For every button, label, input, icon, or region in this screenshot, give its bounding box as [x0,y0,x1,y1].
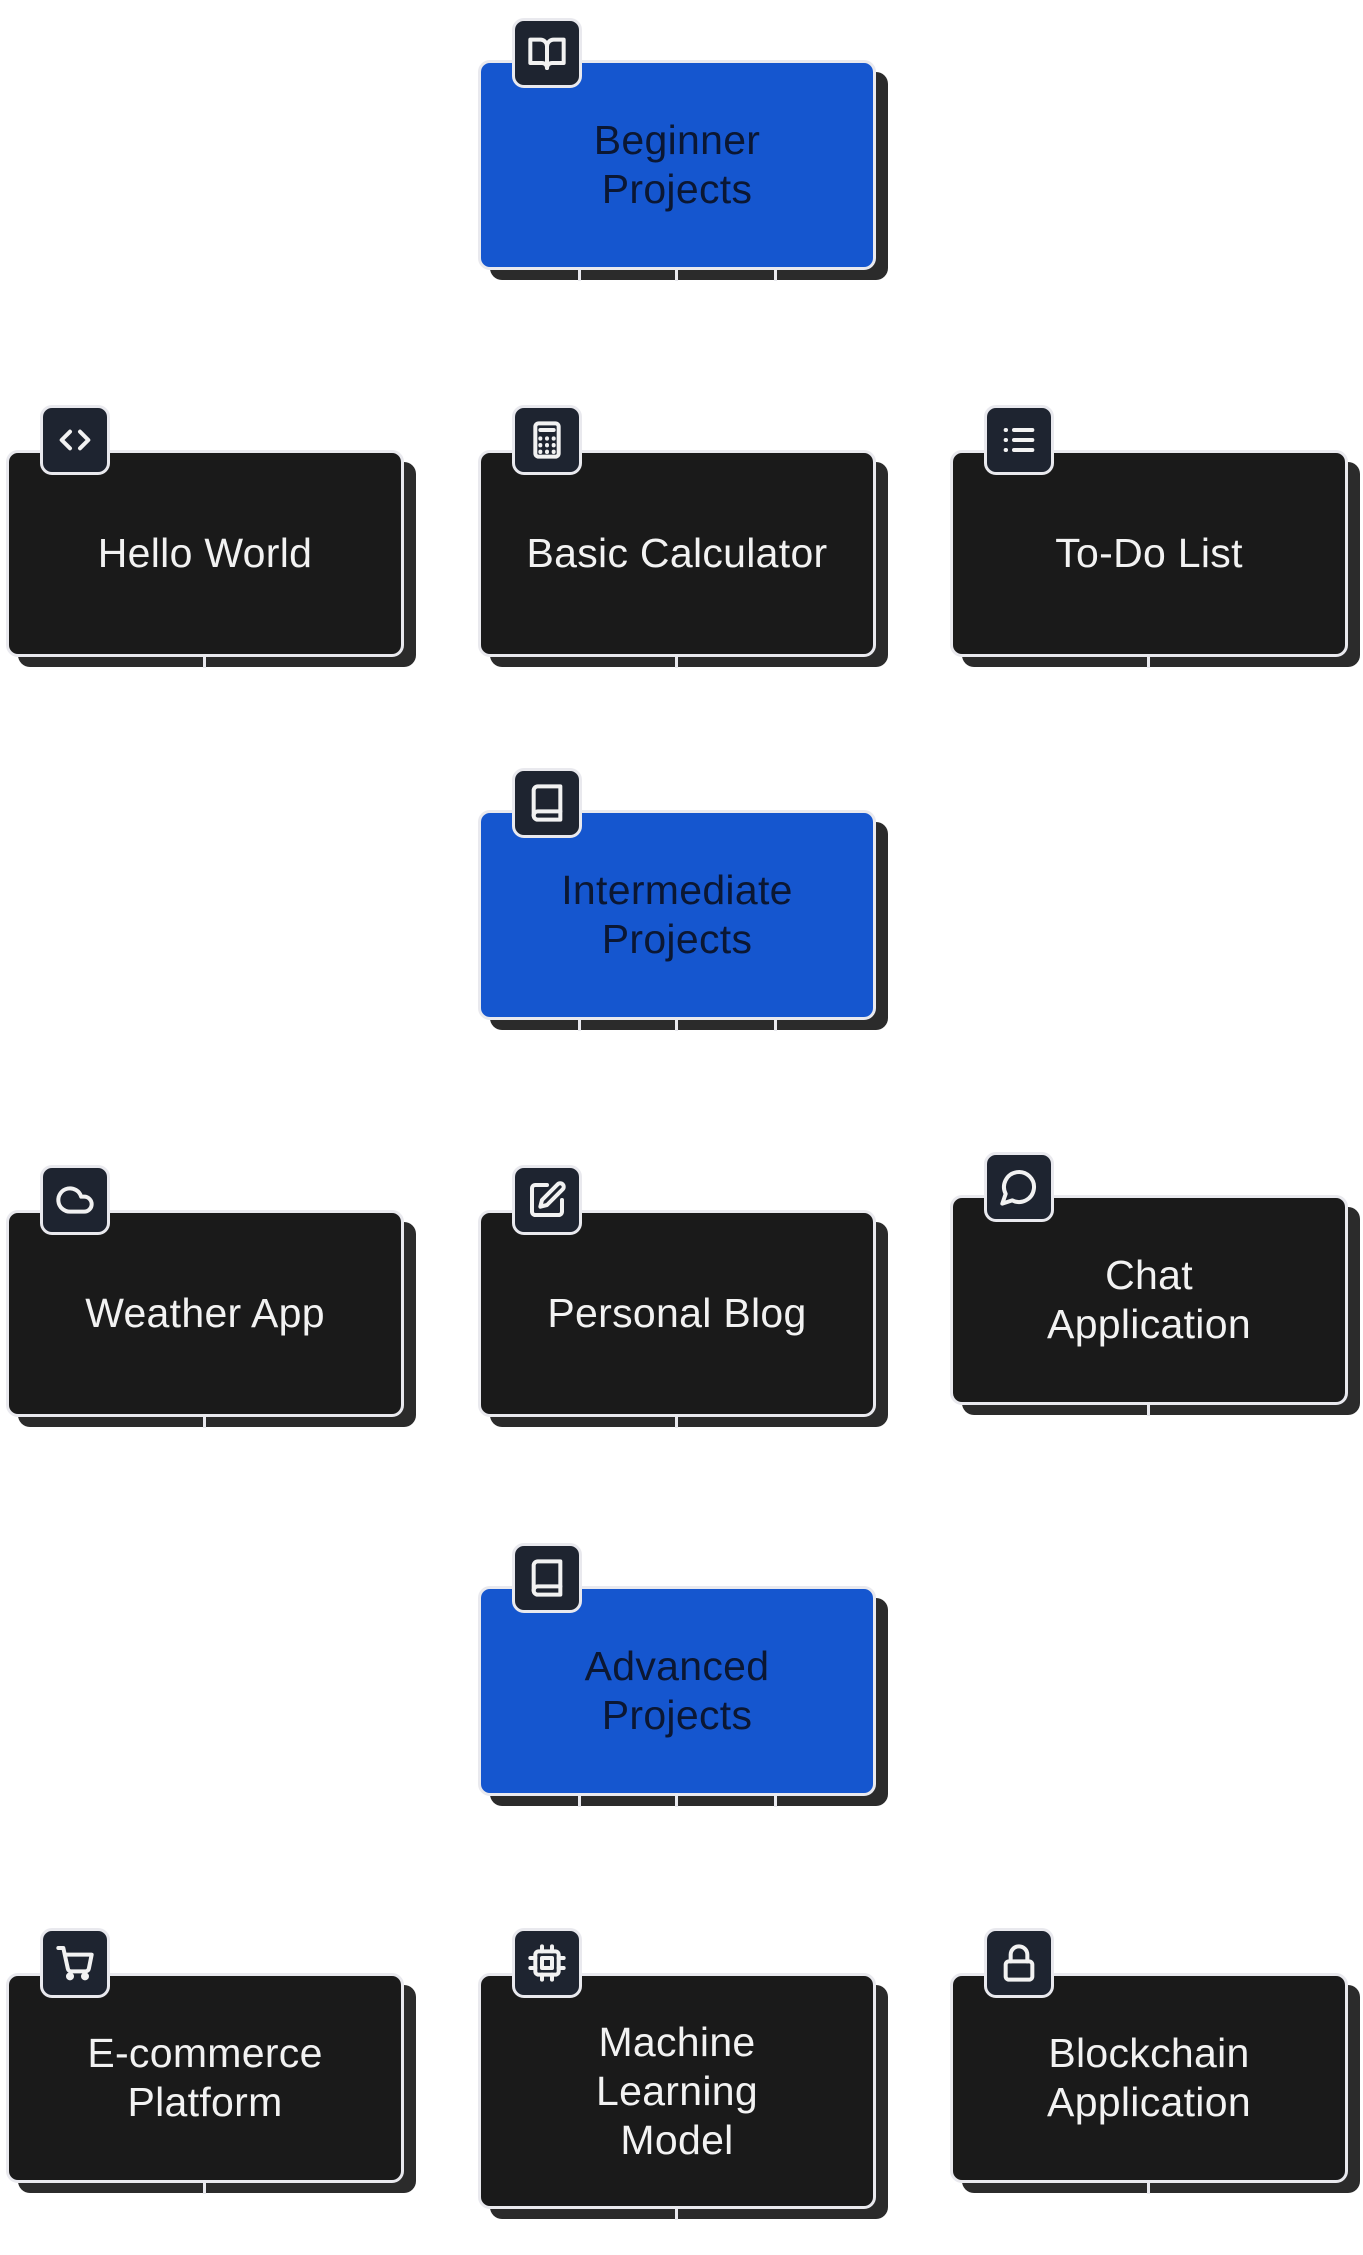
book-open-icon [512,18,582,88]
book-icon [512,768,582,838]
node-label: Weather App [85,1290,325,1336]
node-label: Intermediate Projects [561,867,793,962]
code-icon [40,405,110,475]
message-icon [984,1152,1054,1222]
node-label: Chat Application [1047,1252,1251,1347]
edit-icon [512,1165,582,1235]
shopping-cart-icon [40,1928,110,1998]
cpu-icon [512,1928,582,1998]
book-icon [512,1543,582,1613]
node-label: Blockchain Application [1047,2030,1251,2125]
lock-icon [984,1928,1054,1998]
node-label: Advanced Projects [584,1643,770,1738]
node-label: Basic Calculator [526,530,828,576]
node-label: Hello World [97,530,313,576]
node-label: Personal Blog [547,1290,807,1336]
list-icon [984,405,1054,475]
node-label: To-Do List [1055,530,1243,576]
node-label: E-commerce Platform [87,2030,323,2125]
cloud-icon [40,1165,110,1235]
calculator-icon [512,405,582,475]
node-label: Beginner Projects [593,117,761,212]
node-label: Machine Learning Model [596,2018,758,2163]
